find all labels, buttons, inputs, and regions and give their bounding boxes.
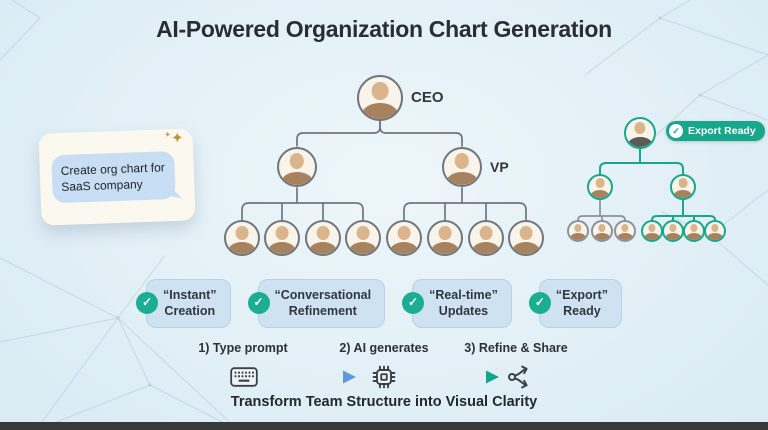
- mini-member-avatar: [641, 220, 663, 242]
- export-ready-label: Export Ready: [688, 125, 756, 137]
- feature-badges-row: ✓ “Instant” Creation ✓ “Conversational R…: [0, 279, 768, 328]
- feature-badge-instant-creation: ✓ “Instant” Creation: [136, 279, 231, 328]
- feature-line1: “Instant”: [163, 288, 217, 302]
- sparkle-large-icon: ✦: [170, 129, 184, 148]
- member-avatar: [305, 220, 341, 256]
- check-icon: ✓: [136, 292, 159, 315]
- vp-avatar: [442, 147, 482, 187]
- check-icon: ✓: [247, 292, 270, 315]
- feature-line2: Refinement: [288, 304, 357, 319]
- prompt-message: Create org chart for SaaS company: [60, 160, 165, 195]
- check-icon: ✓: [402, 292, 425, 315]
- page-title: AI-Powered Organization Chart Generation: [156, 16, 612, 42]
- feature-line1: “Export”: [555, 288, 608, 302]
- member-avatar: [386, 220, 422, 256]
- keyboard-icon: [230, 367, 258, 387]
- feature-badge-realtime-updates: ✓ “Real-time” Updates: [402, 279, 512, 328]
- mini-member-avatar: [662, 220, 684, 242]
- mini-member-avatar: [614, 220, 636, 242]
- check-icon: ✓: [528, 292, 551, 315]
- chip-icon: [372, 365, 396, 389]
- vp-avatar: [277, 147, 317, 187]
- feature-badge-export-ready: ✓ “Export” Ready: [528, 279, 622, 328]
- export-ready-badge: ✓ Export Ready: [666, 121, 765, 141]
- member-avatar: [224, 220, 260, 256]
- prompt-card: ✦✦ Create org chart for SaaS company: [38, 128, 196, 226]
- step-label-type-prompt: 1) Type prompt: [198, 341, 288, 355]
- step-label-ai-generates: 2) AI generates: [339, 341, 429, 355]
- chat-bubble: Create org chart for SaaS company: [51, 150, 176, 204]
- bottom-bar: [0, 422, 768, 430]
- member-avatar: [427, 220, 463, 256]
- mini-manager-avatar: [670, 174, 696, 200]
- share-icon: [508, 365, 528, 389]
- feature-badge-conversational-refinement: ✓ “Conversational Refinement: [247, 279, 386, 328]
- step-label-refine-share: 3) Refine & Share: [464, 341, 568, 355]
- vp-label: VP: [490, 159, 509, 175]
- member-avatar: [264, 220, 300, 256]
- member-avatar: [468, 220, 504, 256]
- feature-line1: “Conversational: [274, 288, 372, 302]
- sparkle-small-icon: ✦: [164, 130, 172, 140]
- feature-line2: Updates: [438, 304, 489, 319]
- feature-line2: Ready: [563, 304, 601, 319]
- check-icon: ✓: [669, 124, 683, 138]
- tagline: Transform Team Structure into Visual Cla…: [230, 394, 538, 410]
- mini-root-avatar: [624, 117, 656, 149]
- sparkles-icon: ✦✦: [164, 129, 184, 148]
- mini-manager-avatar: [587, 174, 613, 200]
- mini-member-avatar: [704, 220, 726, 242]
- ceo-label: CEO: [411, 89, 444, 106]
- mini-member-avatar: [591, 220, 613, 242]
- mini-member-avatar: [683, 220, 705, 242]
- member-avatar: [345, 220, 381, 256]
- feature-line2: Creation: [164, 304, 216, 319]
- feature-line1: “Real-time”: [429, 288, 498, 302]
- ceo-avatar: [357, 75, 403, 121]
- mini-member-avatar: [567, 220, 589, 242]
- member-avatar: [508, 220, 544, 256]
